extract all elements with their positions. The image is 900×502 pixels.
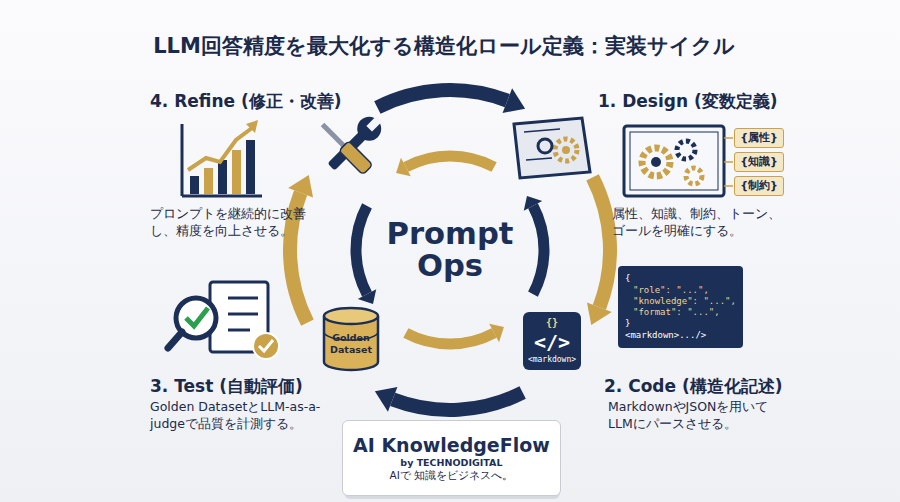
arrow-head xyxy=(396,158,411,176)
node-text: {} xyxy=(546,317,558,330)
arrow-head xyxy=(489,324,504,342)
gear-panel-icon xyxy=(624,126,733,196)
step-heading: 1. Design (変数定義) xyxy=(598,90,778,113)
node-text: "role": "...", xyxy=(625,285,709,296)
node-text: by TECHNODIGITAL xyxy=(400,457,502,469)
arrow-head xyxy=(524,196,542,211)
growth-chart-icon xyxy=(182,120,262,196)
logo-box: AI KnowledgeFlowby TECHNODIGITALAIで 知識をビ… xyxy=(342,420,561,496)
arrow-head xyxy=(503,88,526,113)
step-description: Golden DatasetとLLM-as-a-judgeで品質を計測する。 xyxy=(150,399,325,433)
cycle-arc xyxy=(356,206,367,294)
arrow-head xyxy=(587,303,612,326)
cycle-arc xyxy=(533,206,544,294)
node-text: <markdown>.../> xyxy=(625,330,706,341)
node-text: {制約} xyxy=(740,179,778,193)
node-text: {属性} xyxy=(740,131,778,145)
cycle-arc xyxy=(406,156,494,167)
node-text: Prompt Ops xyxy=(380,218,520,282)
node-text: AI KnowledgeFlow xyxy=(353,434,550,458)
node-text: { xyxy=(625,273,630,284)
tools-icon xyxy=(318,110,388,175)
node-text: {知識} xyxy=(740,155,778,169)
title: LLM回答精度を最大化する構造化ロール定義：実装サイクル xyxy=(0,32,894,60)
blueprint-icon xyxy=(514,118,590,178)
evaluation-icon xyxy=(168,282,279,359)
node-text: "knowledge": "...", xyxy=(625,296,736,307)
attribute-tag: {知識} xyxy=(734,152,784,172)
node-text: </> xyxy=(534,330,570,355)
node-text: } xyxy=(625,318,630,329)
cycle-arc xyxy=(593,177,610,307)
dataset-cylinder: Golden Dataset xyxy=(322,306,380,372)
attribute-tag: {属性} xyxy=(734,128,784,148)
step-description: 属性、知識、制約、トーン、ゴールを明確にする。 xyxy=(612,206,792,240)
node-text: "format": "...", xyxy=(625,307,720,318)
cycle-arc xyxy=(377,90,507,107)
step-description: プロンプトを継続的に改善し、精度を向上させる。 xyxy=(150,206,315,240)
cycle-arc xyxy=(406,333,494,344)
node-text: AIで 知識をビジネスへ。 xyxy=(390,469,514,482)
code-icon: {}</><markdown> xyxy=(523,312,581,370)
node-text: Golden Dataset xyxy=(324,332,378,356)
arrow-head xyxy=(358,289,376,304)
arrow-head xyxy=(288,175,313,198)
step-description: MarkdownやJSONを用いてLLMにパースさせる。 xyxy=(608,399,783,433)
node-text: <markdown> xyxy=(528,355,576,365)
step-heading: 2. Code (構造化記述) xyxy=(604,375,783,398)
step-heading: 4. Refine (修正・改善) xyxy=(150,90,342,113)
arrow-head xyxy=(375,387,398,412)
step-heading: 3. Test (自動評価) xyxy=(150,375,303,398)
cycle-arc xyxy=(393,393,523,410)
code-panel: {"role": "...","knowledge": "...","forma… xyxy=(618,266,743,348)
attribute-tag: {制約} xyxy=(734,176,784,196)
center-hub: Prompt Ops xyxy=(380,206,520,294)
